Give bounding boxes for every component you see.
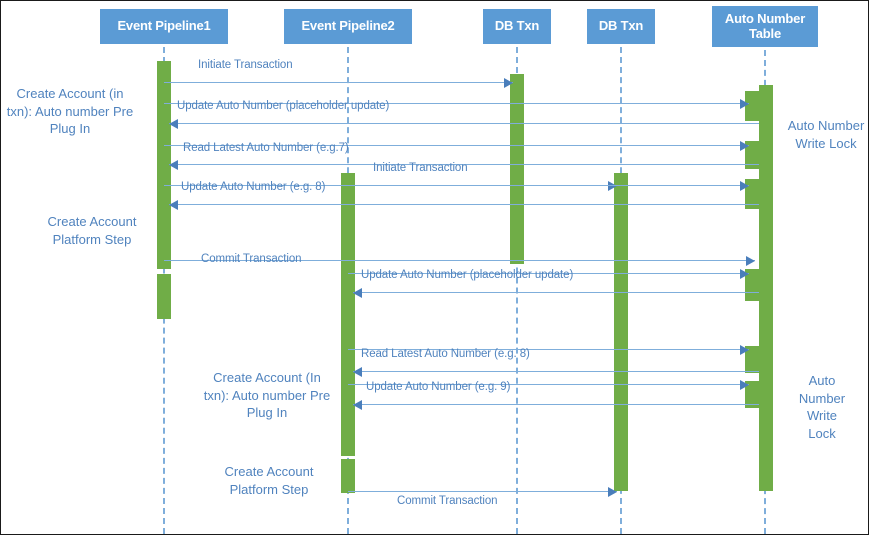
message-line-m15	[353, 404, 759, 405]
lifeline-header-ep2[interactable]: Event Pipeline2	[284, 9, 412, 44]
message-line-m10	[348, 273, 749, 274]
message-line-m4	[164, 145, 749, 146]
annotation-left-2: Create Account Platform Step	[47, 214, 137, 247]
activation-bar-ep2-act2	[341, 459, 355, 493]
lifeline-header-dbtxn2[interactable]: DB Txn	[587, 9, 655, 44]
activation-bar-dbtxn1-act	[510, 74, 524, 264]
arrowhead-right-m4	[740, 140, 749, 151]
activation-bar-autonum-act	[759, 85, 773, 491]
message-label-m3: Update Auto Number (placeholder update)	[177, 100, 390, 112]
arrowhead-right-m9	[746, 255, 755, 266]
annotation-left-3: Create Account (In txn): Auto number Pre…	[203, 370, 331, 421]
message-label-m13: Read Latest Auto Number (e.g. 8)	[361, 348, 530, 360]
annotation-left-4: Create Account Platform Step	[224, 464, 314, 497]
message-line-m3	[169, 123, 759, 124]
arrowhead-left-m3	[169, 118, 178, 129]
message-line-m12	[348, 349, 749, 350]
message-label-m11: Update Auto Number (placeholder update)	[361, 269, 574, 281]
arrowhead-left-m5	[169, 159, 178, 170]
lifeline-header-autonum[interactable]: Auto Number Table	[712, 6, 818, 47]
message-line-m9	[164, 260, 755, 261]
message-label-m15: Update Auto Number (e.g. 9)	[366, 381, 511, 393]
annotation-left-1: Create Account (in txn): Auto number Pre…	[6, 86, 134, 137]
message-line-m7	[164, 185, 749, 186]
message-line-m14	[348, 384, 749, 385]
arrowhead-left-m11	[353, 287, 362, 298]
message-label-m16: Commit Transaction	[397, 495, 498, 507]
arrowhead-right-m12	[740, 344, 749, 355]
message-line-m13	[353, 371, 759, 372]
message-line-m8	[169, 204, 759, 205]
arrowhead-left-m8	[169, 199, 178, 210]
arrowhead-right-m2	[740, 98, 749, 109]
annotation-right-2: Auto Number Write Lock	[798, 373, 846, 441]
message-label-m6: Initiate Transaction	[373, 162, 468, 174]
arrowhead-right-m1	[504, 77, 513, 88]
message-line-m1	[164, 82, 513, 83]
arrowhead-right-m7	[740, 180, 749, 191]
message-label-m5: Read Latest Auto Number (e.g.7)	[183, 142, 349, 154]
activation-bar-ep2-act1	[341, 173, 355, 456]
message-line-m16	[348, 491, 617, 492]
annotation-right-1: Auto Number Write Lock	[787, 118, 865, 151]
activation-bar-dbtxn2-act	[614, 173, 628, 491]
message-line-m2	[164, 103, 749, 104]
activation-bar-ep1-act1	[157, 61, 171, 269]
message-label-m1: Initiate Transaction	[198, 59, 293, 71]
arrowhead-right-m10	[740, 268, 749, 279]
activation-bar-ep1-act2	[157, 274, 171, 319]
arrowhead-left-m15	[353, 399, 362, 410]
message-line-m11	[353, 292, 759, 293]
message-label-m9: Commit Transaction	[201, 253, 302, 265]
lifeline-dash-dbtxn1	[516, 47, 518, 534]
arrowhead-right-m14	[740, 379, 749, 390]
arrowhead-right-m16	[608, 486, 617, 497]
arrowhead-left-m13	[353, 366, 362, 377]
message-label-m8: Update Auto Number (e.g. 8)	[181, 181, 326, 193]
lifeline-header-dbtxn1[interactable]: DB Txn	[483, 9, 551, 44]
message-line-m5	[169, 164, 759, 165]
lifeline-header-ep1[interactable]: Event Pipeline1	[100, 9, 228, 44]
